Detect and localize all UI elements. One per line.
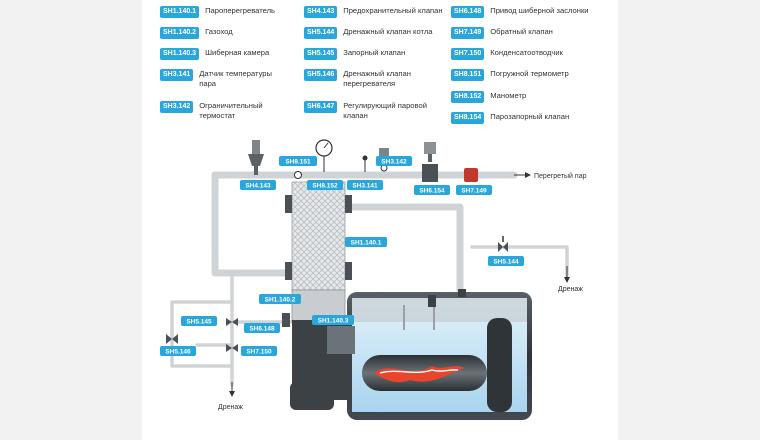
legend-text: Регулирующий паровой клапан xyxy=(343,101,427,120)
boiler-schematic: Перегретый пар Дренаж Дренаж xyxy=(160,139,587,420)
superheater xyxy=(285,181,352,323)
legend-code: SH1.140.1 xyxy=(160,6,200,18)
tag-sh6154: SH6.154 xyxy=(414,185,450,195)
legend-text: Привод шиберной заслонки xyxy=(490,6,589,15)
legend-item: SH4.143 Предохранительный клапан xyxy=(304,6,443,18)
legend-code: SH5.146 xyxy=(304,69,338,81)
tag-sh7149-text: SH7.149 xyxy=(461,188,487,195)
legend-code: SH1.140.2 xyxy=(160,27,200,39)
tag-sh5146: SH5.146 xyxy=(160,346,196,356)
legend-item: SH3.142 Ограничительный термостат xyxy=(160,101,279,121)
legend-code: SH4.143 xyxy=(304,6,338,18)
legend-text: Газоход xyxy=(205,27,233,36)
tag-sh5144: SH5.144 xyxy=(488,256,524,266)
legend-item: SH1.140.2 Газоход xyxy=(160,27,233,39)
legend-text: Погружной термометр xyxy=(490,69,569,78)
tag-sh7149: SH7.149 xyxy=(456,185,492,195)
legend-text: Обратный клапан xyxy=(490,27,553,36)
tag-sh8151-text: SH8.151 xyxy=(285,159,311,166)
legend-item: SH1.140.1 Пароперегреватель xyxy=(160,6,275,18)
legend-code: SH5.144 xyxy=(304,27,338,39)
safety-valve-icon xyxy=(248,140,264,175)
legend-text: Запорный клапан xyxy=(343,48,406,57)
legend-code: SH3.142 xyxy=(160,101,194,113)
tag-sh11403: SH1.140.3 xyxy=(312,315,354,325)
tag-sh5145-text: SH5.145 xyxy=(186,319,212,326)
tag-sh11403-text: SH1.140.3 xyxy=(318,318,349,325)
tag-sh5146-text: SH5.146 xyxy=(165,349,191,356)
steam-outlet-label: Перегретый пар xyxy=(534,172,587,180)
boiler-body xyxy=(290,289,532,420)
tag-sh8152-text: SH8.152 xyxy=(312,183,338,190)
immersion-thermometer-icon xyxy=(294,171,302,179)
drain-right-label: Дренаж xyxy=(558,286,583,293)
legend-item: SH6.148 Привод шиберной заслонки xyxy=(451,6,589,18)
legend-item: SH7.149 Обратный клапан xyxy=(451,27,553,39)
superheater-drain-valve-icon xyxy=(166,334,178,344)
pressure-gauge-icon xyxy=(315,139,333,172)
shutoff-valve-icon xyxy=(226,318,238,326)
legend-item: SH5.145 Запорный клапан xyxy=(304,48,405,60)
legend-text: Ограничительный термостат xyxy=(199,101,263,120)
temperature-sensor-icon xyxy=(362,155,368,172)
legend-item: SH6.147 Регулирующий паровой клапан xyxy=(304,101,427,121)
tag-sh6154-text: SH6.154 xyxy=(419,188,445,195)
tag-sh3142: SH3.142 xyxy=(376,156,412,166)
legend-code: SH6.148 xyxy=(451,6,485,18)
control-valve-icon xyxy=(422,142,438,182)
legend-code: SH7.149 xyxy=(451,27,485,39)
legend-text: Датчик температуры пара xyxy=(199,69,272,88)
drain-left-label: Дренаж xyxy=(218,404,243,411)
tag-sh4143: SH4.143 xyxy=(240,180,276,190)
legend-code: SH8.151 xyxy=(451,69,485,81)
legend-code: SH8.154 xyxy=(451,112,485,124)
tag-sh3141-text: SH3.141 xyxy=(352,183,378,190)
legend-code: SH6.147 xyxy=(304,101,338,113)
diagram-canvas: SH1.140.1 Пароперегреватель SH1.140.2 Га… xyxy=(142,0,618,440)
flame xyxy=(374,366,464,383)
tag-sh5144-text: SH5.144 xyxy=(493,259,519,266)
legend-text: Дренажный клапан котла xyxy=(343,27,433,36)
legend-item: SH5.146 Дренажный клапан перегревателя xyxy=(304,69,425,89)
tag-sh6148-text: SH6.148 xyxy=(249,326,275,333)
legend-item: SH7.150 Конденсатоотводчик xyxy=(451,48,563,60)
legend-code: SH8.152 xyxy=(451,91,485,103)
legend-item: SH1.140.3 Шиберная камера xyxy=(160,48,269,60)
tag-sh8151: SH8.151 xyxy=(279,156,317,166)
tag-sh4143-text: SH4.143 xyxy=(245,183,271,190)
legend-item: SH5.144 Дренажный клапан котла xyxy=(304,27,432,39)
legend-text: Дренажный клапан перегревателя xyxy=(343,69,411,88)
tag-sh11401-text: SH1.140.1 xyxy=(351,240,382,247)
legend-text: Шиберная камера xyxy=(205,48,270,57)
tag-sh5145: SH5.145 xyxy=(181,316,217,326)
legend-text: Предохранительный клапан xyxy=(343,6,443,15)
tag-sh11402: SH1.140.2 xyxy=(259,294,301,304)
legend-item: SH8.154 Парозапорный клапан xyxy=(451,112,569,124)
tag-sh6148: SH6.148 xyxy=(244,323,280,333)
tag-sh3141: SH3.141 xyxy=(347,180,383,190)
legend-code: SH7.150 xyxy=(451,48,485,60)
legend-text: Манометр xyxy=(490,91,527,100)
legend-text: Конденсатоотводчик xyxy=(490,48,563,57)
tag-sh11401: SH1.140.1 xyxy=(345,237,387,247)
boiler-drain-valve-icon xyxy=(498,236,508,252)
tag-sh11402-text: SH1.140.2 xyxy=(265,297,296,304)
legend-item: SH8.152 Манометр xyxy=(451,91,526,103)
condensate-trap-icon xyxy=(226,344,238,352)
tag-sh7150: SH7.150 xyxy=(241,346,277,356)
legend-item: SH8.151 Погружной термометр xyxy=(451,69,569,81)
tag-sh3142-text: SH3.142 xyxy=(381,159,407,166)
legend-code: SH3.141 xyxy=(160,69,194,81)
legend-code: SH5.145 xyxy=(304,48,338,60)
legend-text: Парозапорный клапан xyxy=(490,112,570,121)
steam-pipes xyxy=(211,171,518,294)
legend-text: Пароперегреватель xyxy=(205,6,275,15)
legend-item: SH3.141 Датчик температуры пара xyxy=(160,69,277,89)
tag-sh7150-text: SH7.150 xyxy=(246,349,272,356)
tag-sh8152: SH8.152 xyxy=(307,180,343,190)
damper-actuator-icon xyxy=(282,313,290,327)
check-valve-icon xyxy=(464,168,478,182)
legend-code: SH1.140.3 xyxy=(160,48,200,60)
